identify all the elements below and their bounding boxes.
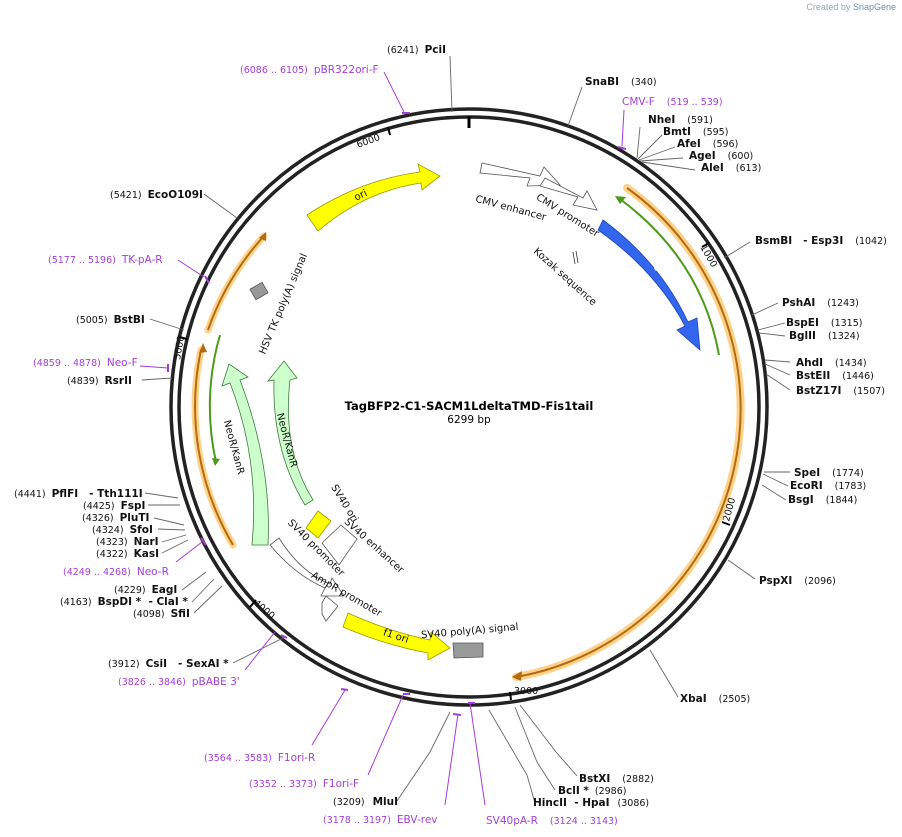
feature-label-sv40-ori: SV40 ori — [328, 483, 360, 525]
tick-label-5000: 5000 — [172, 335, 187, 361]
cmv-promoter-arrow — [539, 177, 598, 211]
site-bstxi: BstXI(2882) — [579, 773, 654, 785]
f1-ori-arrow — [342, 612, 451, 661]
tick-mark-6000 — [387, 126, 391, 136]
site-bcli: BclI *(2986) — [558, 785, 626, 797]
site-xbai: XbaI(2505) — [680, 693, 750, 705]
site-bstz17i: BstZ17I(1507) — [796, 385, 885, 397]
primer-pbr322ori-f: (6086 .. 6105)pBR322ori-F — [240, 64, 379, 76]
site-bmti: BmtI(595) — [663, 126, 728, 138]
site-nari: (4323)NarI — [96, 536, 159, 548]
site-pluti: (4326)PluTI — [82, 512, 149, 524]
site-pflfi: (4441)PflFI - Tth111I — [14, 488, 143, 500]
tagbfp-arrow — [597, 219, 701, 351]
orf-left-a-line — [194, 349, 234, 546]
site-rsrii: (4839)RsrII — [67, 375, 132, 387]
primer-sv40pa-r: SV40pA-R(3124 .. 3143) — [486, 815, 618, 827]
site-hincii: HincII - HpaI(3086) — [533, 797, 649, 809]
hsv-tk-polya-box — [249, 281, 269, 301]
snapgene-credit: Created by SnapGene — [806, 2, 896, 12]
site-alei: AleI(613) — [701, 162, 761, 174]
orf-right-line — [515, 187, 742, 678]
tick-mark-1000 — [701, 242, 710, 248]
site-sfoi: (4324)SfoI — [92, 524, 153, 536]
site-bsteii: BstEII(1446) — [796, 370, 874, 382]
site-bsmbi: BsmBI - Esp3I(1042) — [755, 235, 887, 247]
site-bglii: BglII(1324) — [789, 330, 860, 342]
primer-f1ori-f: (3352 .. 3373)F1ori-F — [249, 778, 359, 790]
site-bsgi: BsgI(1844) — [788, 494, 857, 506]
site-ecori: EcoRI(1783) — [790, 480, 866, 492]
feature-label-neor-inner: NeoR/KanR — [274, 412, 299, 469]
neor-kanr-arrow-inner — [267, 360, 314, 506]
sv40-polya-box — [452, 642, 484, 659]
site-bstbi: (5005)BstBI — [76, 314, 145, 326]
site-sfii: (4098)SfiI — [133, 608, 190, 620]
site-pcii: (6241)PciI — [387, 44, 446, 56]
primer-neo-r: (4249 .. 4268)Neo-R — [63, 566, 169, 578]
site-ecoo109i: (5421)EcoO109I — [110, 189, 203, 201]
kozak-mark-a — [572, 251, 576, 265]
tick-mark-3000 — [509, 691, 512, 701]
orf-left-a-head — [199, 343, 207, 353]
primer-f1ori-r: (3564 .. 3583)F1ori-R — [204, 752, 315, 764]
credit-brand: SnapGene — [852, 2, 896, 12]
orf-right-head — [512, 671, 522, 681]
tagbfp-green-head — [615, 196, 626, 204]
credit-prefix: Created by — [806, 2, 851, 12]
primer-cmv-f: CMV-F(519 .. 539) — [622, 96, 723, 108]
site-kasi: (4322)KasI — [96, 548, 159, 560]
sv40-ori-box — [305, 510, 332, 539]
feature-label-ampr-promoter: AmpR promoter — [309, 570, 384, 620]
plasmid-name: TagBFP2-C1-SACM1LdeltaTMD-Fis1tail — [345, 399, 594, 413]
primer-ebv-rev: (3178 .. 3197)EBV-rev — [323, 814, 438, 826]
ori-arrow — [306, 163, 441, 232]
feature-label-ori: ori — [353, 188, 370, 204]
site-eagi: (4229)EagI — [114, 584, 177, 596]
site-snabi: SnaBI(340) — [585, 76, 657, 88]
feature-label-neor-outer: NeoR/KanR — [221, 419, 246, 476]
orf-left-b-line — [207, 235, 265, 331]
primer-pbabe-3: (3826 .. 3846)pBABE 3' — [118, 676, 240, 688]
feature-label-hsv-tk-polya: HSV TK poly(A) signal — [257, 252, 309, 356]
site-nhei: NheI(591) — [648, 114, 713, 126]
site-csii: (3912)CsiI - SexAI * — [108, 658, 229, 670]
tagbfp-green-line — [619, 198, 720, 356]
tick-mark-4000 — [249, 599, 257, 608]
orf-left-b-head — [259, 232, 266, 241]
feature-label-sv40-polya: SV40 poly(A) signal — [421, 622, 519, 641]
ampr-promoter-arrow — [321, 595, 339, 622]
site-leaders — [141, 55, 791, 804]
site-afei: AfeI(596) — [677, 138, 738, 150]
tick-label-6000: 6000 — [355, 132, 381, 151]
neo-green-head — [212, 458, 220, 466]
tick-label-3000: 3000 — [514, 686, 538, 697]
site-agei: AgeI(600) — [689, 150, 753, 162]
tick-mark-5000 — [178, 336, 188, 340]
plasmid-length: 6299 bp — [447, 414, 491, 426]
neo-green-line — [208, 334, 221, 463]
feature-label-kozak: Kozak sequence — [531, 246, 598, 308]
primer-leaders — [139, 71, 627, 806]
sv40-promoter-arrow — [269, 537, 345, 597]
site-mlui: (3209)MluI — [333, 796, 398, 808]
kozak-mark-b — [575, 250, 579, 264]
backbone-outer — [169, 107, 769, 707]
primer-tk-pa-r: (5177 .. 5196)TK-pA-R — [48, 254, 163, 266]
primer-neo-f: (4859 .. 4878)Neo-F — [33, 357, 138, 369]
site-pspxi: PspXI(2096) — [759, 575, 836, 587]
tick-mark-2000 — [721, 521, 731, 526]
site-ahdi: AhdI(1434) — [796, 357, 867, 369]
sv40-enhancer-box — [321, 524, 358, 566]
neor-kanr-arrow-outer — [221, 363, 269, 546]
site-spei: SpeI(1774) — [794, 467, 864, 479]
site-bspei: BspEI(1315) — [786, 317, 862, 329]
site-pshai: PshAI(1243) — [782, 297, 859, 309]
site-bspdi: (4163)BspDI * - ClaI * — [60, 596, 188, 608]
site-fspi: (4425)FspI — [83, 500, 145, 512]
